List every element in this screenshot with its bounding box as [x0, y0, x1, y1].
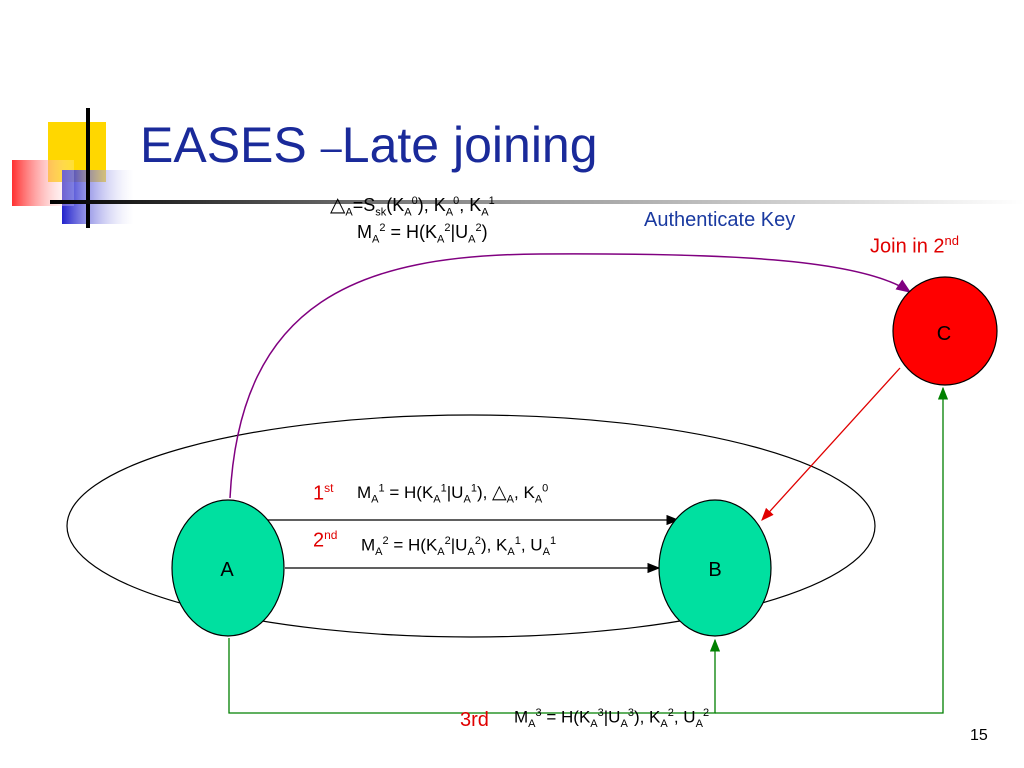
- title-dash: –: [320, 127, 342, 170]
- node-c: [892, 276, 998, 386]
- page-title: EASES –Late joining: [140, 116, 598, 174]
- third-message-arrow-to-c: [715, 386, 949, 714]
- mac-equation-top: MA2 = H(KA2|UA2): [357, 222, 488, 246]
- second-message: MA2 = H(KA2|UA2), KA1, UA1: [361, 535, 557, 559]
- title-prefix: EASES: [140, 117, 321, 173]
- page-number: 15: [970, 727, 988, 744]
- node-b: [658, 499, 772, 637]
- third-message: MA3 = H(KA3|UA3), KA2, UA2: [514, 707, 710, 731]
- slide-decoration: [12, 108, 134, 228]
- node-c-label: C: [937, 323, 951, 345]
- second-label: 2nd: [313, 528, 338, 552]
- authenticate-key-arrow: [229, 253, 912, 499]
- title-underline: [50, 200, 1024, 204]
- node-a: [171, 499, 285, 637]
- c-to-b-arrow: [761, 367, 901, 521]
- node-a-label: A: [220, 559, 234, 581]
- red-block: [12, 160, 74, 206]
- first-message: MA1 = H(KA1|UA1), △A, KA0: [357, 482, 549, 506]
- third-label: 3rd: [460, 709, 489, 731]
- authenticate-key-label: Authenticate Key: [644, 209, 796, 231]
- join-label: Join in 2nd: [870, 233, 959, 258]
- signature-equation: △A=Ssk(KA0), KA0, KA1: [330, 194, 495, 219]
- node-b-label: B: [708, 559, 721, 581]
- third-message-arrow-to-b: [228, 638, 721, 714]
- group-ellipse: [66, 414, 876, 638]
- first-label: 1st: [313, 481, 334, 505]
- title-rest: Late joining: [341, 117, 598, 173]
